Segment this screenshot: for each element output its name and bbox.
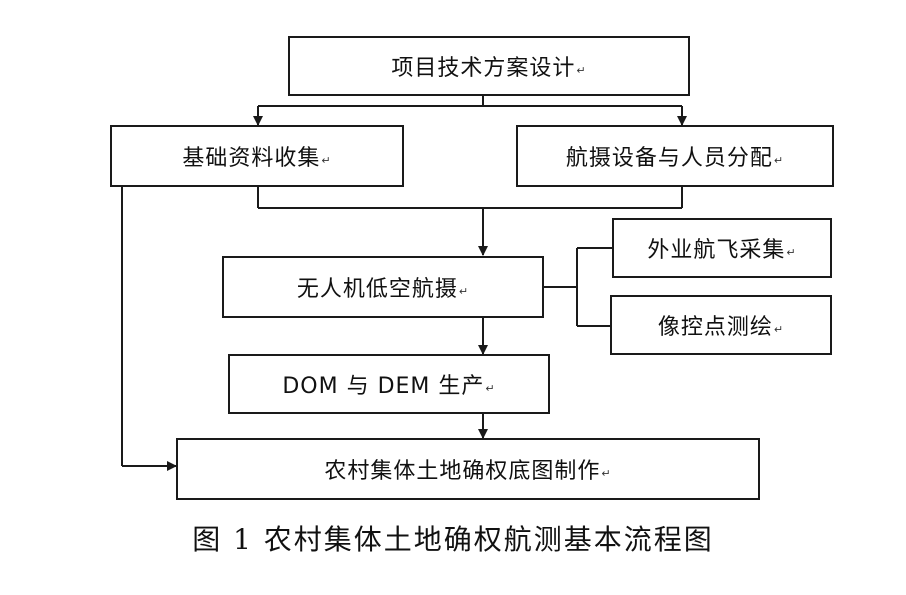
return-mark: ↵ [458, 284, 470, 298]
node-field-label: 外业航飞采集 [647, 238, 786, 263]
return-mark: ↵ [321, 153, 332, 167]
node-dom: DOM 与 DEM 生产↵ [228, 354, 550, 414]
return-mark: ↵ [485, 381, 496, 395]
node-base-map-label: 农村集体土地确权底图制作 [324, 459, 601, 484]
return-mark: ↵ [773, 153, 785, 167]
node-base-map: 农村集体土地确权底图制作↵ [176, 438, 760, 500]
node-basic: 基础资料收集↵ [110, 125, 404, 187]
return-mark: ↵ [576, 63, 587, 77]
figure-caption: 图 1 农村集体土地确权航测基本流程图 [192, 523, 714, 556]
return-mark: ↵ [786, 245, 797, 259]
node-plan: 项目技术方案设计↵ [288, 36, 690, 96]
return-mark: ↵ [601, 466, 612, 480]
node-equip: 航摄设备与人员分配↵ [516, 125, 834, 187]
node-equip-label: 航摄设备与人员分配 [565, 146, 773, 171]
node-control: 像控点测绘↵ [610, 295, 832, 355]
node-control-label: 像控点测绘 [657, 315, 773, 340]
return-mark: ↵ [773, 322, 785, 336]
node-field: 外业航飞采集↵ [612, 218, 832, 278]
node-dom-label: DOM 与 DEM 生产 [282, 374, 485, 399]
node-plan-label: 项目技术方案设计 [391, 56, 576, 81]
node-basic-label: 基础资料收集 [182, 146, 321, 171]
node-uav-label: 无人机低空航摄 [296, 277, 458, 302]
node-uav: 无人机低空航摄↵ [222, 256, 544, 318]
